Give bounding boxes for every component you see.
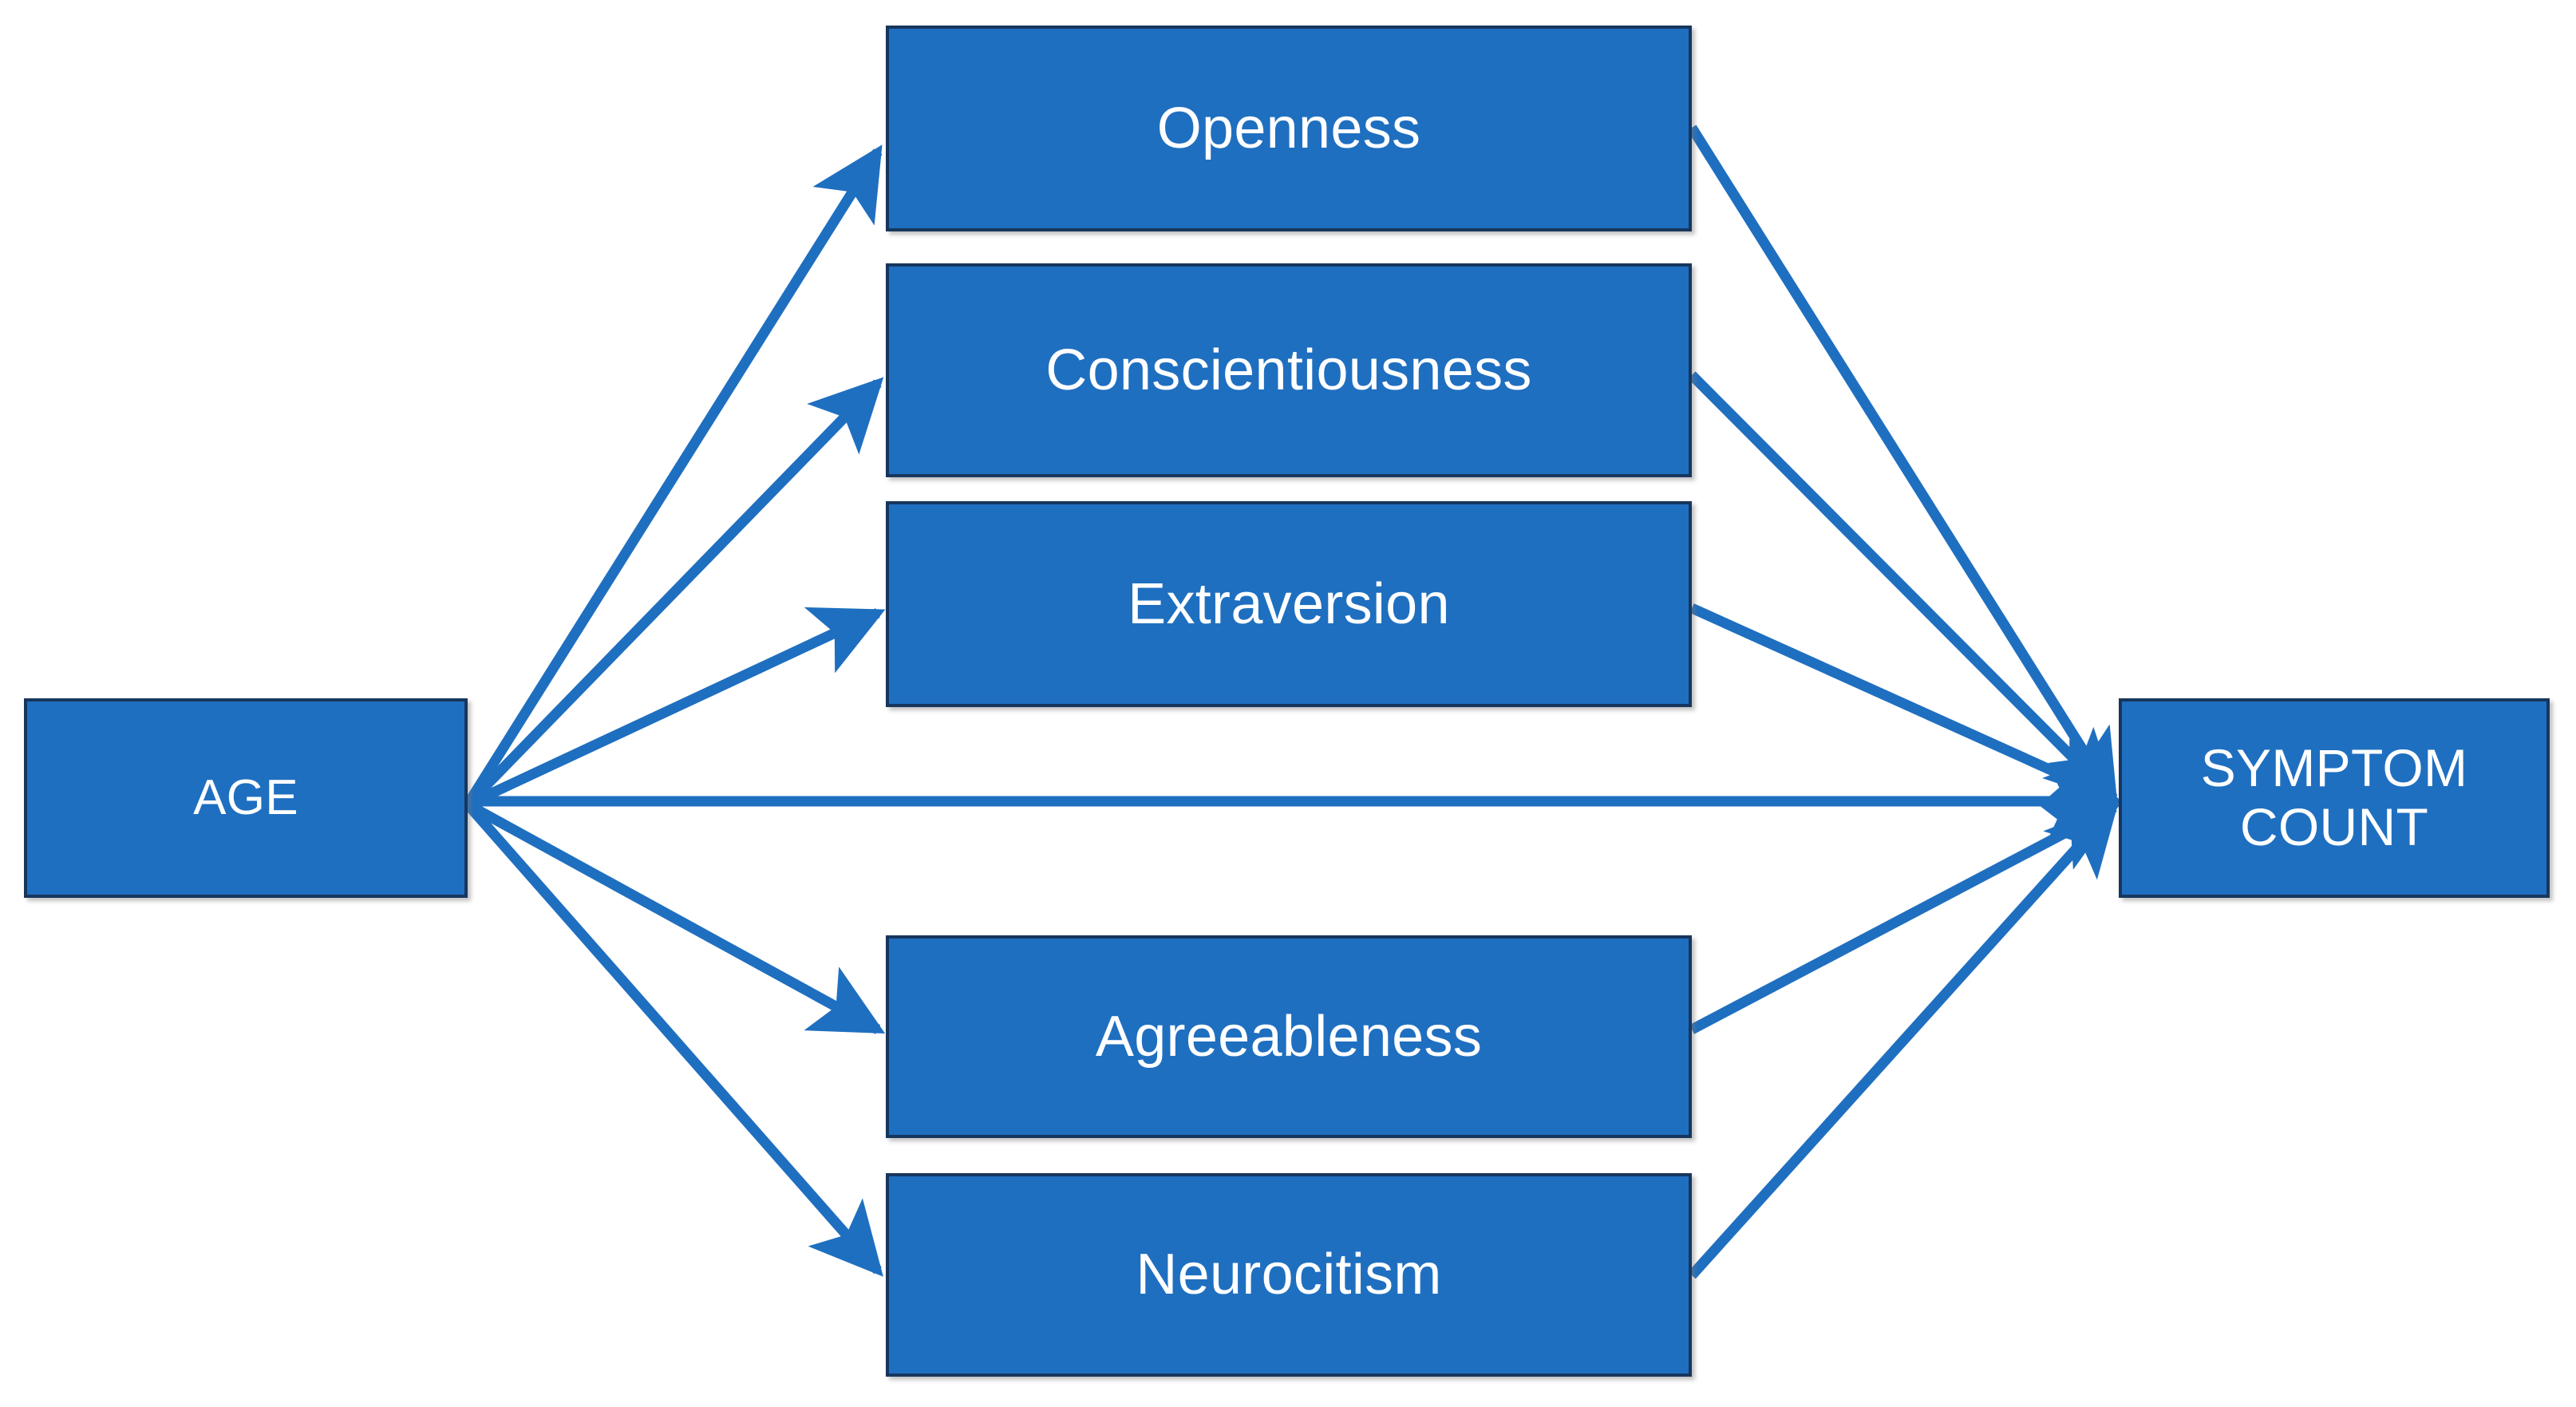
node-agreeableness[interactable]: Agreeableness <box>886 935 1692 1138</box>
node-age[interactable]: AGE <box>24 698 468 898</box>
node-agreeableness-label: Agreeableness <box>1095 1004 1483 1069</box>
node-extraversion[interactable]: Extraversion <box>886 501 1692 707</box>
edge-age-to-neurocitism <box>464 800 883 1277</box>
edge-age-to-conscientiousness <box>464 377 884 808</box>
node-symptom-count-label: SYMPTOM COUNT <box>2200 738 2468 856</box>
node-conscientiousness-label: Conscientiousness <box>1045 338 1532 402</box>
node-neurocitism[interactable]: Neurocitism <box>886 1173 1692 1377</box>
node-neurocitism-label: Neurocitism <box>1136 1243 1442 1307</box>
edge-openness-to-symptom-count <box>1687 124 2118 805</box>
node-openness-label: Openness <box>1156 96 1421 160</box>
edge-neurocitism-to-symptom-count <box>1688 801 2119 1279</box>
node-extraversion-label: Extraversion <box>1128 571 1450 636</box>
edge-age-to-extraversion <box>465 607 886 809</box>
edge-age-to-openness <box>463 144 883 808</box>
node-symptom-count[interactable]: SYMPTOM COUNT <box>2119 698 2550 898</box>
node-conscientiousness[interactable]: Conscientiousness <box>886 263 1692 477</box>
node-age-label: AGE <box>193 770 298 826</box>
node-openness[interactable]: Openness <box>886 26 1692 231</box>
edge-agreeableness-to-symptom-count <box>1689 803 2121 1034</box>
edge-conscientiousness-to-symptom-count <box>1688 371 2120 804</box>
edge-age-to-agreeableness <box>464 800 886 1034</box>
edge-extraversion-to-symptom-count <box>1689 603 2121 805</box>
